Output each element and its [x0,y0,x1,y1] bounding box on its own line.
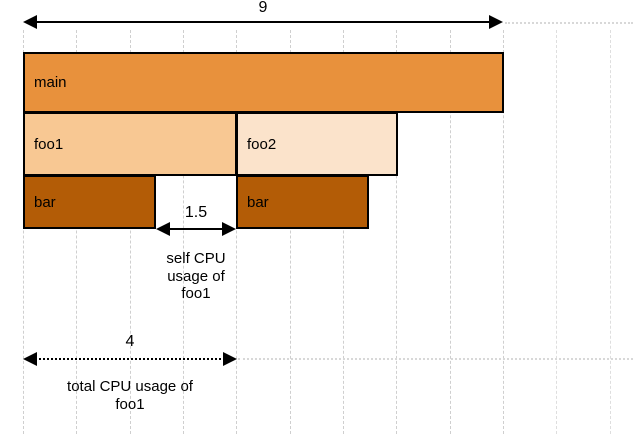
frame-label-foo1: foo1 [34,135,64,153]
gridline-11 [610,30,611,434]
annotation-value-main-total: 9 [258,0,268,16]
gridline-2 [130,30,131,434]
gridline-5 [290,30,291,434]
measure-arrow-main-total [23,15,503,29]
frame-bar-right[interactable]: bar [236,175,369,229]
arrowhead-right-icon [222,222,236,236]
gridline-4 [236,30,237,434]
measure-arrow-foo1-total [23,352,237,366]
gridline-0 [23,30,24,434]
grid-rule-top-right [505,22,633,24]
frame-foo2[interactable]: foo2 [236,112,398,176]
gridline-1 [76,30,77,434]
caption-line-2: usage of [167,267,225,285]
arrow-shaft-dotted [35,358,225,360]
frame-label-bar-right: bar [247,193,269,211]
arrow-shaft [168,228,224,230]
frame-main[interactable]: main [23,52,504,113]
arrowhead-right-icon [223,352,237,366]
caption-line-1: total CPU usage of [67,378,193,395]
gridline-9 [503,30,504,434]
arrowhead-left-icon [23,352,37,366]
frame-label-foo2: foo2 [247,135,277,153]
arrowhead-right-icon [489,15,503,29]
annotation-caption-foo1-total: total CPU usage of foo1 [35,378,225,413]
frame-label-main: main [34,74,67,91]
caption-line-3: foo1 [181,285,211,303]
gridline-10 [556,30,557,434]
caption-line-2: foo1 [115,395,145,413]
annotation-caption-foo1-self: self CPU usage of foo1 [136,250,256,303]
arrowhead-left-icon [156,222,170,236]
arrow-shaft [35,21,491,23]
frame-bar-left[interactable]: bar [23,175,156,229]
arrowhead-left-icon [23,15,37,29]
annotation-value-foo1-self: 1.5 [184,204,208,221]
gridline-6 [343,30,344,434]
measure-arrow-foo1-self [156,222,236,236]
gridline-3 [183,30,184,434]
gridline-7 [396,30,397,434]
caption-line-1: self CPU [166,250,226,267]
annotation-value-foo1-total: 4 [125,333,135,350]
frame-foo1[interactable]: foo1 [23,112,237,176]
gridline-8 [450,30,451,434]
frame-label-bar-left: bar [34,193,56,211]
grid-rule-bottom-right [238,358,633,360]
